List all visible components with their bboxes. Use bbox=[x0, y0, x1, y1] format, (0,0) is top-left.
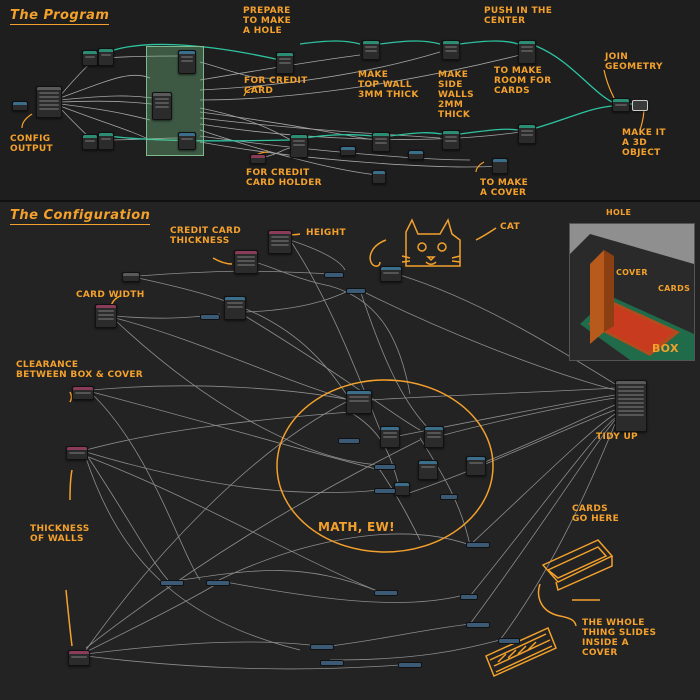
card-width-node[interactable] bbox=[95, 304, 117, 328]
side-walls-label: make side walls 2mm thick bbox=[438, 70, 474, 120]
cards-label: Cards bbox=[658, 284, 691, 293]
thickness-walls-label: Thickness of walls bbox=[30, 524, 90, 544]
program-wires bbox=[21, 40, 645, 176]
math-node-4[interactable] bbox=[424, 426, 444, 448]
small-node-3[interactable] bbox=[250, 154, 266, 164]
reroute-pill-7[interactable] bbox=[440, 494, 458, 500]
config-output-label: Config Output bbox=[10, 134, 53, 154]
side-walls-node[interactable] bbox=[442, 40, 460, 60]
math-node-2[interactable] bbox=[346, 390, 372, 414]
reroute-pill-14[interactable] bbox=[320, 660, 344, 666]
push-center-node[interactable] bbox=[518, 40, 536, 64]
transform-node-top[interactable] bbox=[98, 48, 114, 66]
reroute-pill-16[interactable] bbox=[466, 622, 490, 628]
height-label: Height bbox=[306, 228, 346, 238]
math-node-5[interactable] bbox=[418, 460, 438, 480]
holder-top-node[interactable] bbox=[372, 132, 390, 152]
reroute-pill-15[interactable] bbox=[398, 662, 422, 668]
reroute-pill-1[interactable] bbox=[324, 272, 344, 278]
hole-node[interactable] bbox=[276, 52, 294, 74]
wall-thickness-node-a[interactable] bbox=[66, 446, 88, 460]
reroute-pill-12[interactable] bbox=[466, 542, 490, 548]
reroute-pill-17[interactable] bbox=[498, 638, 520, 644]
transform-node-bottom[interactable] bbox=[98, 132, 114, 150]
reroute-pill-13[interactable] bbox=[310, 644, 334, 650]
math-node-6[interactable] bbox=[466, 456, 486, 476]
cards-go-here-label: Cards go here bbox=[572, 504, 620, 524]
cover-label: Cover bbox=[616, 268, 648, 277]
make-room-label: to make room for cards bbox=[494, 66, 552, 96]
frame-node-b[interactable] bbox=[152, 92, 172, 120]
credit-card-thickness-node[interactable] bbox=[234, 250, 258, 274]
box-preview-image bbox=[569, 223, 695, 361]
reroute-pill-8[interactable] bbox=[160, 580, 184, 586]
reroute-pill-11[interactable] bbox=[460, 594, 478, 600]
top-wall-node[interactable] bbox=[362, 40, 380, 60]
reroute-pill-4[interactable] bbox=[338, 438, 360, 444]
hole-label: Hole bbox=[606, 208, 632, 217]
configuration-title: The Configuration bbox=[10, 208, 151, 225]
join-geometry-node[interactable] bbox=[612, 98, 630, 112]
tidy-up-label: Tidy up bbox=[596, 432, 638, 442]
reroute-pill-3[interactable] bbox=[200, 314, 220, 320]
panel-divider bbox=[0, 200, 700, 202]
reroute-pill-5[interactable] bbox=[374, 464, 396, 470]
slides-inside-label: The whole thing slides inside a cover bbox=[582, 618, 657, 658]
card-holder-label: For credit card holder bbox=[246, 168, 322, 188]
clearance-node[interactable] bbox=[72, 386, 94, 400]
box-preview-drawing bbox=[570, 224, 694, 360]
math-node-1[interactable] bbox=[224, 296, 246, 320]
make-cover-label: to make a cover bbox=[480, 178, 529, 198]
small-node-1[interactable] bbox=[372, 170, 386, 184]
prepare-hole-label: Prepare to make a hole bbox=[243, 6, 292, 36]
height-node[interactable] bbox=[268, 230, 292, 254]
make-3d-label: make it a 3D object bbox=[622, 128, 666, 158]
math-node-8[interactable] bbox=[394, 482, 410, 496]
clearance-label: Clearance between box & cover bbox=[16, 360, 144, 380]
credit-card-thickness-label: Credit card thickness bbox=[170, 226, 242, 246]
math-node-7[interactable] bbox=[380, 266, 402, 282]
math-ew-label: Math, ew! bbox=[318, 520, 395, 534]
cat-label: Cat bbox=[500, 222, 520, 232]
output-socket-node[interactable] bbox=[12, 101, 28, 111]
reroute-pill-2[interactable] bbox=[346, 288, 366, 294]
reroute-pill-10[interactable] bbox=[374, 590, 398, 596]
small-node-4[interactable] bbox=[340, 146, 356, 156]
value-node-1[interactable] bbox=[122, 272, 140, 282]
for-credit-card-label: For credit card bbox=[244, 76, 308, 96]
holder-side-node[interactable] bbox=[442, 130, 460, 150]
program-title: The Program bbox=[10, 8, 110, 25]
wall-thickness-node-b[interactable] bbox=[68, 650, 90, 666]
program-panel[interactable] bbox=[0, 0, 700, 200]
cube-node-top[interactable] bbox=[82, 50, 98, 66]
reroute-pill-9[interactable] bbox=[206, 580, 230, 586]
join-geometry-label: Join geometry bbox=[605, 52, 663, 72]
small-node-5[interactable] bbox=[408, 150, 424, 160]
frame-node-c[interactable] bbox=[178, 132, 196, 150]
group-input-node[interactable] bbox=[36, 86, 62, 118]
math-node-3[interactable] bbox=[380, 426, 400, 448]
box-label: Box bbox=[652, 342, 679, 355]
frame-node-a[interactable] bbox=[178, 50, 196, 74]
group-output-node[interactable] bbox=[615, 380, 647, 432]
cube-node-bottom[interactable] bbox=[82, 134, 98, 150]
top-wall-label: make top wall 3mm thick bbox=[358, 70, 419, 100]
push-center-label: Push in the center bbox=[484, 6, 553, 26]
reroute-pill-6[interactable] bbox=[374, 488, 396, 494]
card-width-label: Card width bbox=[76, 290, 145, 300]
realize-node[interactable] bbox=[632, 100, 648, 111]
cover-node[interactable] bbox=[518, 124, 536, 144]
holder-node[interactable] bbox=[290, 134, 308, 158]
small-node-2[interactable] bbox=[492, 158, 508, 174]
